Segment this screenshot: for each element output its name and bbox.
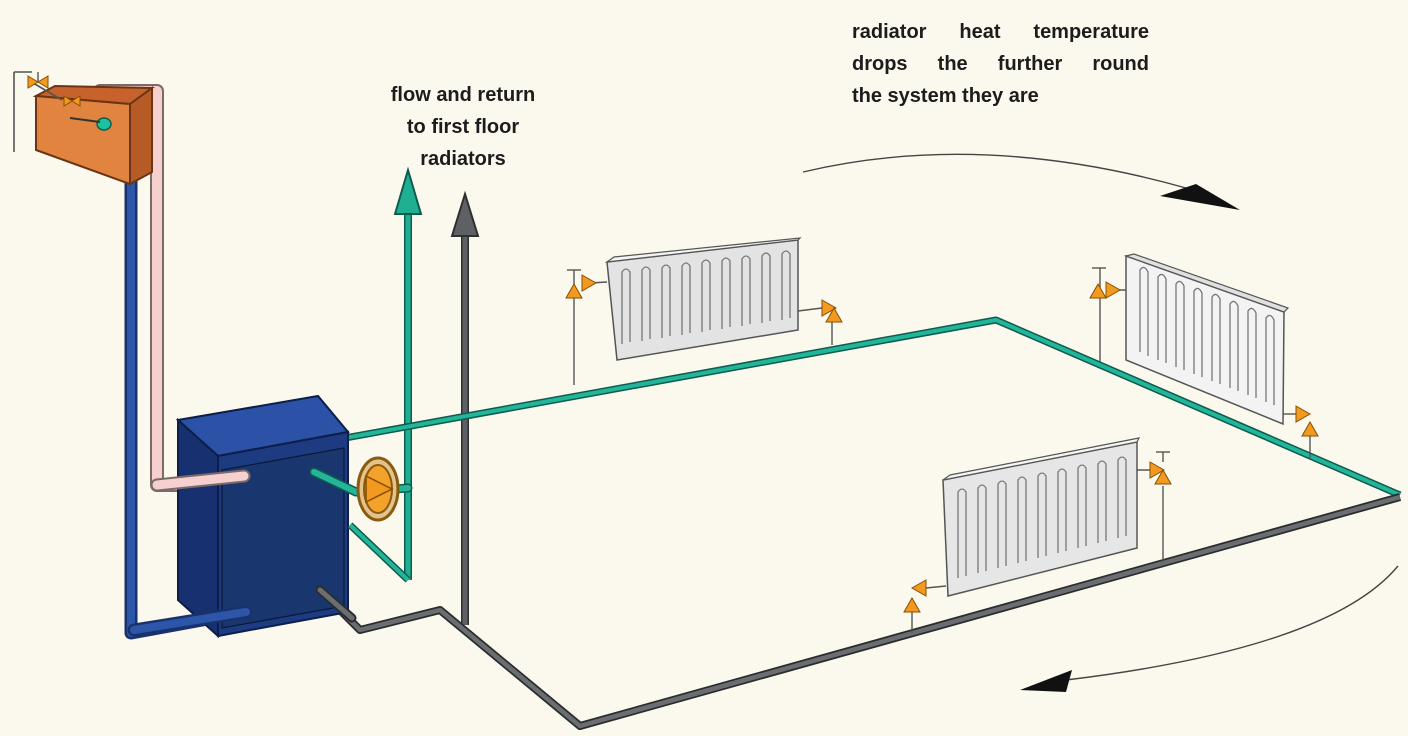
flow-return-label-line: radiators [420, 148, 506, 170]
radiator-right [1092, 253, 1311, 458]
temperature-drop-label-line: radiator heat temperature [852, 21, 1149, 43]
boiler-feed-connection [127, 605, 253, 637]
flow-direction-arrow-bottom [1020, 565, 1399, 692]
radiator-rear-left-inlet-valve-icon [565, 274, 598, 299]
temperature-drop-label-line: drops the further round [852, 53, 1149, 75]
expansion-tank [27, 79, 155, 186]
flow-circuit-pipe [344, 316, 1402, 499]
flow-return-label-line: flow and return [390, 84, 536, 106]
flow-direction-arrow-top [802, 153, 1240, 210]
radiator-front-lockshield-valve-icon [903, 579, 927, 613]
radiator-right-inlet-valve-icon [1089, 281, 1122, 299]
flow-return-label-line: to first floor [406, 116, 520, 138]
flow-return-label: flow and return to first floor radiators [350, 79, 576, 175]
pump-icon [356, 456, 400, 522]
temperature-drop-label-line: the system they are [852, 85, 1039, 107]
first-floor-flow-pipe [393, 166, 423, 580]
radiator-front [911, 437, 1170, 633]
radiator-rear-left-lockshield-valve-icon [821, 299, 843, 323]
boiler [175, 394, 350, 639]
temperature-drop-label: radiator heat temperature drops the furt… [852, 16, 1149, 112]
tank-valve-icon [27, 72, 49, 89]
boiler-vent-connection [150, 469, 251, 492]
radiator-rear-left [567, 237, 833, 385]
boiler-return-connection [315, 585, 357, 623]
wall-bracket [13, 71, 32, 152]
radiator-front-inlet-valve-icon [1149, 461, 1172, 485]
tank-inner-valve-icon [63, 95, 81, 107]
first-floor-return-pipe [450, 190, 480, 625]
radiator-right-lockshield-valve-icon [1295, 405, 1319, 437]
return-circuit-pipe [319, 493, 1402, 730]
